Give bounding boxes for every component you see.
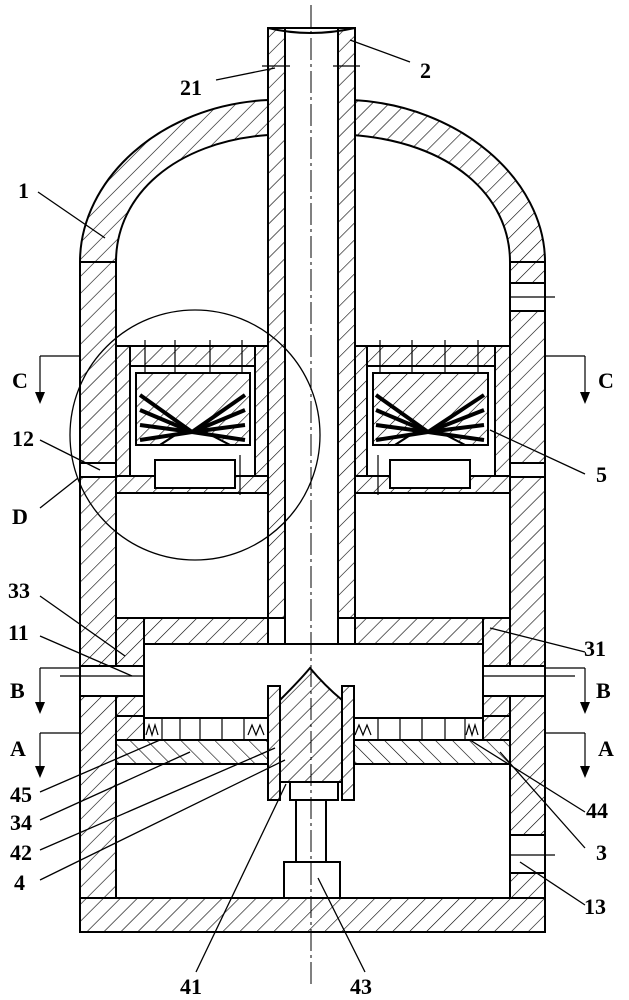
label-13: 13: [584, 894, 606, 919]
label-c-left: C: [12, 368, 28, 393]
label-b-right: B: [596, 678, 611, 703]
port-12: [79, 462, 117, 478]
label-c-right: C: [598, 368, 614, 393]
label-43: 43: [350, 974, 372, 999]
label-a-left: A: [10, 736, 26, 761]
spring-row-right: [351, 717, 484, 741]
label-d: D: [12, 504, 28, 529]
label-45: 45: [10, 782, 32, 807]
upper-chamber-left: [115, 340, 269, 495]
label-2: 2: [420, 58, 431, 83]
upper-chamber-right: [354, 340, 511, 495]
label-11: 11: [8, 620, 29, 645]
part-labels: 2 21 1 C C 12 5 D 33 11 31 B B A A 45 34…: [8, 58, 614, 999]
label-5: 5: [596, 462, 607, 487]
detail-circle-d: [69, 309, 321, 561]
leader-lines: [37, 39, 586, 973]
label-21: 21: [180, 75, 202, 100]
label-3: 3: [596, 840, 607, 865]
label-34: 34: [10, 810, 32, 835]
nozzle-fan-left: [138, 393, 247, 442]
section-markers: [35, 355, 590, 778]
label-42: 42: [10, 840, 32, 865]
nozzle-fan-right: [374, 393, 486, 442]
label-a-right: A: [598, 736, 614, 761]
label-41: 41: [180, 974, 202, 999]
label-44: 44: [586, 798, 608, 823]
label-31: 31: [584, 636, 606, 661]
label-33: 33: [8, 578, 30, 603]
label-12: 12: [12, 426, 34, 451]
port-right-upper: [509, 462, 546, 478]
label-1: 1: [18, 178, 29, 203]
housing: [78, 98, 555, 933]
label-b-left: B: [10, 678, 25, 703]
spring-row-left: [143, 717, 273, 741]
label-4: 4: [14, 870, 25, 895]
